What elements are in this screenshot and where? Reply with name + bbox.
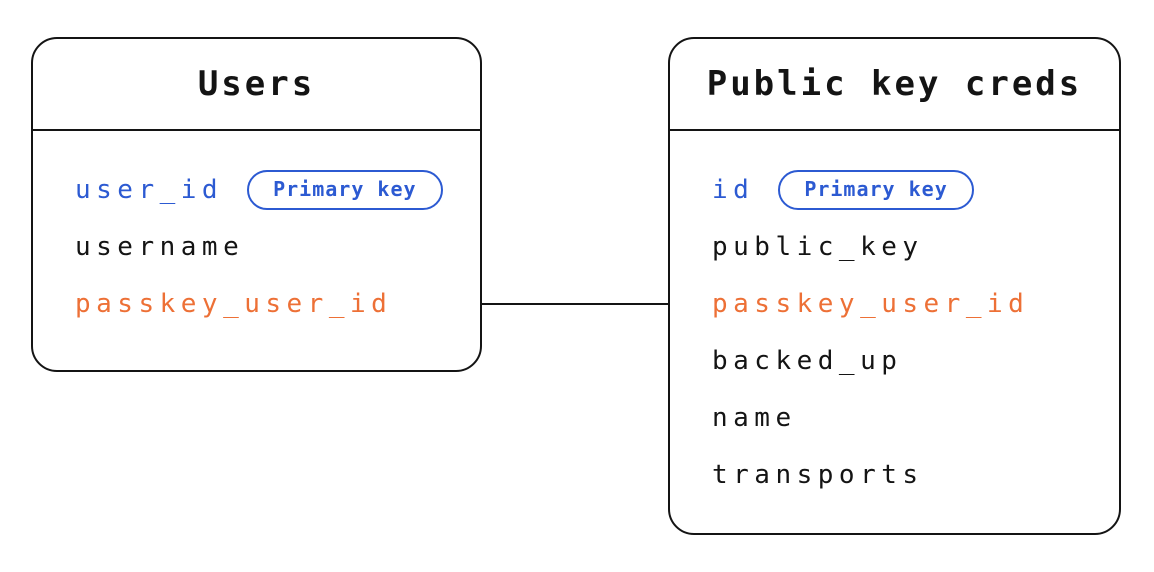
- field-backed-up: backed_up: [712, 345, 903, 376]
- field-user-id: user_id: [75, 174, 224, 205]
- table-public-key-creds-header: Public key creds: [670, 39, 1119, 131]
- field-row: user_id Primary key: [75, 161, 464, 218]
- field-id: id: [712, 174, 755, 205]
- field-public-key: public_key: [712, 231, 924, 262]
- primary-key-badge: Primary key: [778, 169, 974, 210]
- field-row: id Primary key: [712, 161, 1103, 218]
- table-public-key-creds-fields: id Primary key public_key passkey_user_i…: [670, 131, 1119, 503]
- table-users-fields: user_id Primary key username passkey_use…: [33, 131, 480, 332]
- field-row: passkey_user_id: [75, 275, 464, 332]
- table-public-key-creds: Public key creds id Primary key public_k…: [668, 37, 1121, 535]
- field-row: name: [712, 389, 1103, 446]
- field-row: username: [75, 218, 464, 275]
- table-users-header: Users: [33, 39, 480, 131]
- relationship-line: [481, 303, 669, 305]
- field-passkey-user-id: passkey_user_id: [75, 288, 393, 319]
- field-row: public_key: [712, 218, 1103, 275]
- table-public-key-creds-title: Public key creds: [706, 64, 1083, 104]
- field-username: username: [75, 231, 245, 262]
- field-name: name: [712, 402, 797, 433]
- table-users-title: Users: [197, 64, 316, 104]
- primary-key-badge: Primary key: [247, 169, 443, 210]
- field-row: passkey_user_id: [712, 275, 1103, 332]
- field-row: backed_up: [712, 332, 1103, 389]
- table-users: Users user_id Primary key username passk…: [31, 37, 482, 372]
- field-row: transports: [712, 446, 1103, 503]
- field-transports: transports: [712, 459, 924, 490]
- field-passkey-user-id: passkey_user_id: [712, 288, 1030, 319]
